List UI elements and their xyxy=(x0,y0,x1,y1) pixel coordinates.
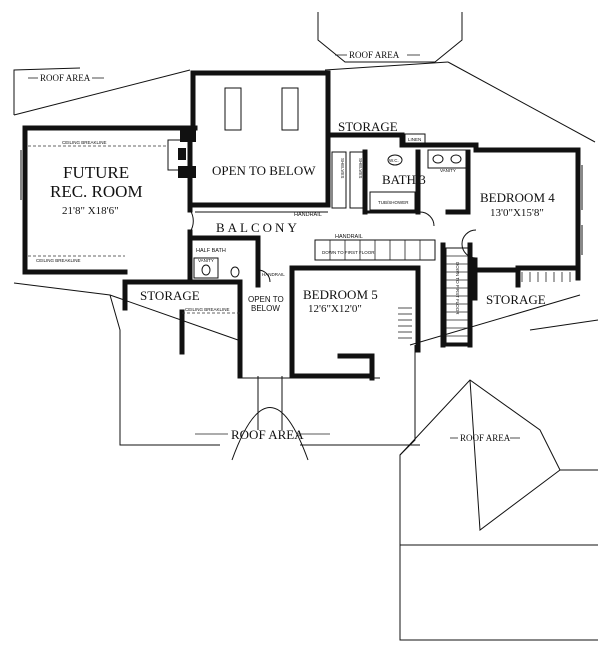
linen-label: LINEN xyxy=(408,137,421,142)
wc-label: W.C. xyxy=(389,158,399,163)
walls xyxy=(22,70,581,381)
tub-shower-label: TUB/SHOWER xyxy=(378,200,409,205)
balcony-label: BALCONY xyxy=(216,220,300,235)
down-to-first-floor-label: DOWN TO FIRST FLOOR xyxy=(322,250,375,255)
windows xyxy=(20,150,583,255)
shelves-1-label: SHELVES xyxy=(340,158,345,178)
open-to-below-top-label: OPEN TO BELOW xyxy=(212,163,316,178)
future-rec-room-line2: REC. ROOM xyxy=(50,182,143,201)
ceiling-breakline-left: CEILING BREAKLINE xyxy=(36,258,81,263)
handrail-lower-label: HANDRAIL xyxy=(262,272,285,277)
shelves-2-label: SHELVES xyxy=(358,158,363,178)
bedroom5-closet xyxy=(398,307,412,339)
down-to-first-floor-vertical: DOWN TO FIRST FLOOR xyxy=(455,262,460,315)
vanity-bath3-label: VANITY xyxy=(440,168,456,173)
roof-area-bottom-right: ROOF AREA xyxy=(460,433,511,443)
roof-area-bottom-center: ROOF AREA xyxy=(231,427,304,442)
half-bath-label: HALF BATH xyxy=(196,248,226,254)
future-rec-room-line1: FUTURE xyxy=(63,163,129,182)
handrail-stair-label: HANDRAIL xyxy=(335,234,363,240)
fireplace xyxy=(167,128,196,178)
bath3-fixtures xyxy=(369,133,467,211)
bedroom5-name: BEDROOM 5 xyxy=(303,287,378,302)
ceiling-breakline-top: CEILING BREAKLINE xyxy=(62,140,107,145)
storage-top-label: STORAGE xyxy=(338,119,398,134)
vanity-halfbath-label: VANITY xyxy=(198,258,214,263)
halfbath-fixtures xyxy=(193,257,240,279)
roof-area-top-center: ROOF AREA xyxy=(349,50,400,60)
stairs xyxy=(314,239,469,344)
roof-lines xyxy=(13,12,599,641)
ceiling-breaklines xyxy=(28,145,240,314)
shelves xyxy=(331,151,365,209)
storage-left-label: STORAGE xyxy=(140,288,200,303)
open-to-below-small-line2: BELOW xyxy=(251,304,280,313)
skylights xyxy=(224,87,299,131)
handrail-balcony-label: HANDRAIL xyxy=(294,212,322,218)
door-swings xyxy=(189,209,477,283)
dormer-arch xyxy=(231,376,309,461)
bedroom5-dims: 12'6"X12'0" xyxy=(308,303,362,315)
bedroom4-closet xyxy=(521,272,571,282)
storage-right-label: STORAGE xyxy=(486,292,546,307)
roof-arrows xyxy=(28,54,520,439)
bedroom4-name: BEDROOM 4 xyxy=(480,190,555,205)
bath3-label: BATH 3 xyxy=(382,172,426,187)
ceiling-breakline-storage: CEILING BREAKLINE xyxy=(185,307,230,312)
bedroom4-dims: 13'0"X15'8" xyxy=(490,207,544,219)
future-rec-room-dims: 21'8" X18'6" xyxy=(62,205,119,217)
open-to-below-small-line1: OPEN TO xyxy=(248,295,284,304)
roof-area-top-left: ROOF AREA xyxy=(40,73,91,83)
